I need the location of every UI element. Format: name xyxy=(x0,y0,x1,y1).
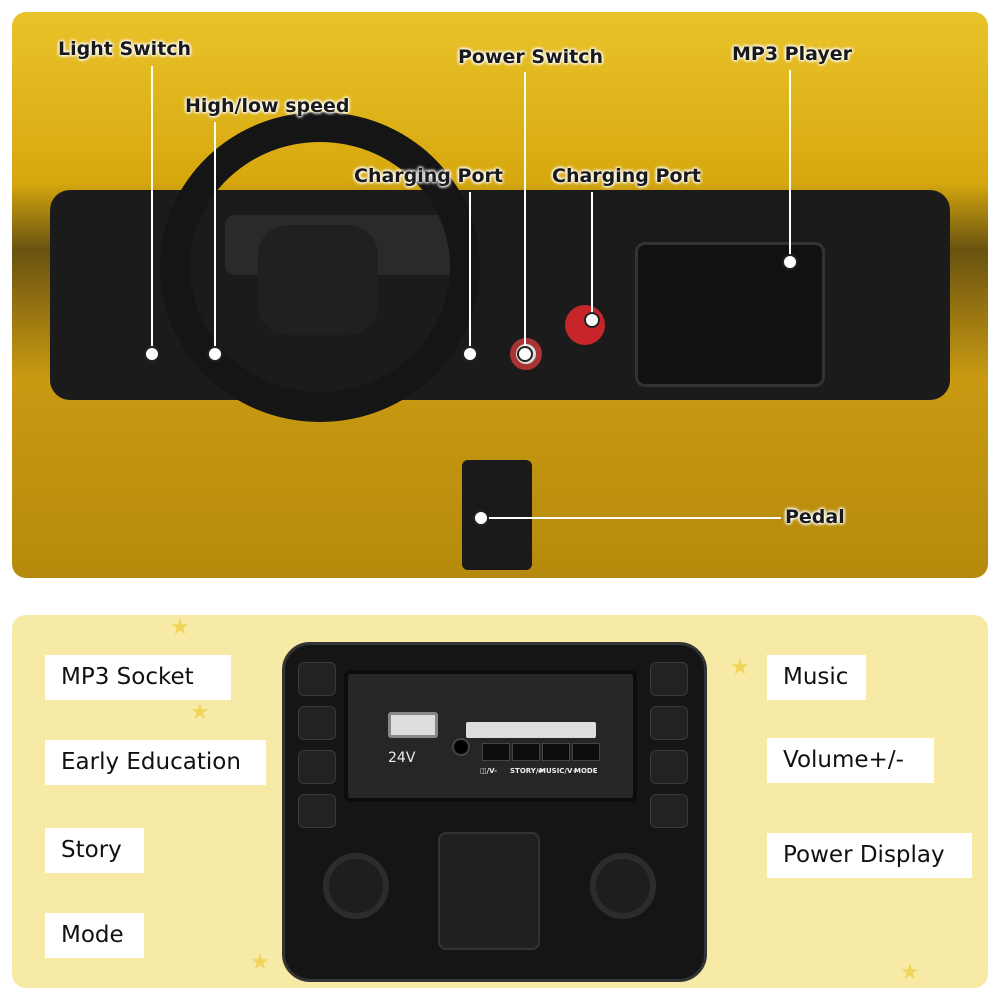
label-mode: Mode xyxy=(45,913,144,958)
callout-dot xyxy=(462,346,478,362)
right-knob xyxy=(590,853,656,919)
label-volume: Volume+/- xyxy=(767,738,934,783)
callout-dot xyxy=(584,312,600,328)
side-vent xyxy=(298,794,336,828)
callout-line xyxy=(469,192,471,354)
volume-down-button[interactable] xyxy=(482,743,510,761)
label-story: Story xyxy=(45,828,144,873)
side-vent xyxy=(298,662,336,696)
steering-wheel-hub xyxy=(258,225,378,335)
callout-dot xyxy=(207,346,223,362)
callout-line xyxy=(481,517,781,519)
label-charging-port: Charging Port xyxy=(552,165,701,187)
story-button[interactable] xyxy=(512,743,540,761)
star-icon: ★ xyxy=(250,950,270,975)
label-music: Music xyxy=(767,655,866,700)
audio-jack xyxy=(452,738,470,756)
gear-shifter xyxy=(438,832,540,950)
label-high-low-speed: High/low speed xyxy=(185,95,350,117)
music-volume-up-button[interactable] xyxy=(542,743,570,761)
label-charging-port: Charging Port xyxy=(354,165,503,187)
star-icon: ★ xyxy=(190,700,210,725)
side-vent xyxy=(650,750,688,784)
star-icon: ★ xyxy=(170,615,190,640)
button-label: MODE xyxy=(574,767,598,775)
voltage-label: 24V xyxy=(388,750,416,766)
side-vent xyxy=(650,706,688,740)
star-icon: ★ xyxy=(730,655,750,680)
side-vent xyxy=(298,750,336,784)
callout-dot xyxy=(473,510,489,526)
usb-socket xyxy=(388,712,438,738)
callout-line xyxy=(214,122,216,354)
label-power-display: Power Display xyxy=(767,833,972,878)
button-label: ◫/V- xyxy=(480,767,497,775)
label-mp3-player: MP3 Player xyxy=(732,43,852,65)
side-vent xyxy=(650,794,688,828)
callout-line xyxy=(524,72,526,354)
button-label: STORY/⏯ xyxy=(510,767,544,775)
label-power-switch: Power Switch xyxy=(458,46,604,68)
mode-button[interactable] xyxy=(572,743,600,761)
callout-line xyxy=(591,192,593,320)
button-label: MUSIC/V+ xyxy=(539,767,579,775)
label-early-education: Early Education xyxy=(45,740,266,785)
label-light-switch: Light Switch xyxy=(58,38,192,60)
label-pedal: Pedal xyxy=(785,506,845,528)
power-display xyxy=(466,722,596,738)
callout-line xyxy=(151,66,153,354)
callout-dot xyxy=(517,346,533,362)
left-knob xyxy=(323,853,389,919)
callout-dot xyxy=(782,254,798,270)
power-switch-button xyxy=(510,338,542,370)
star-icon: ★ xyxy=(900,960,920,985)
side-vent xyxy=(650,662,688,696)
callout-dot xyxy=(144,346,160,362)
label-mp3-socket: MP3 Socket xyxy=(45,655,231,700)
callout-line xyxy=(789,70,791,262)
side-vent xyxy=(298,706,336,740)
